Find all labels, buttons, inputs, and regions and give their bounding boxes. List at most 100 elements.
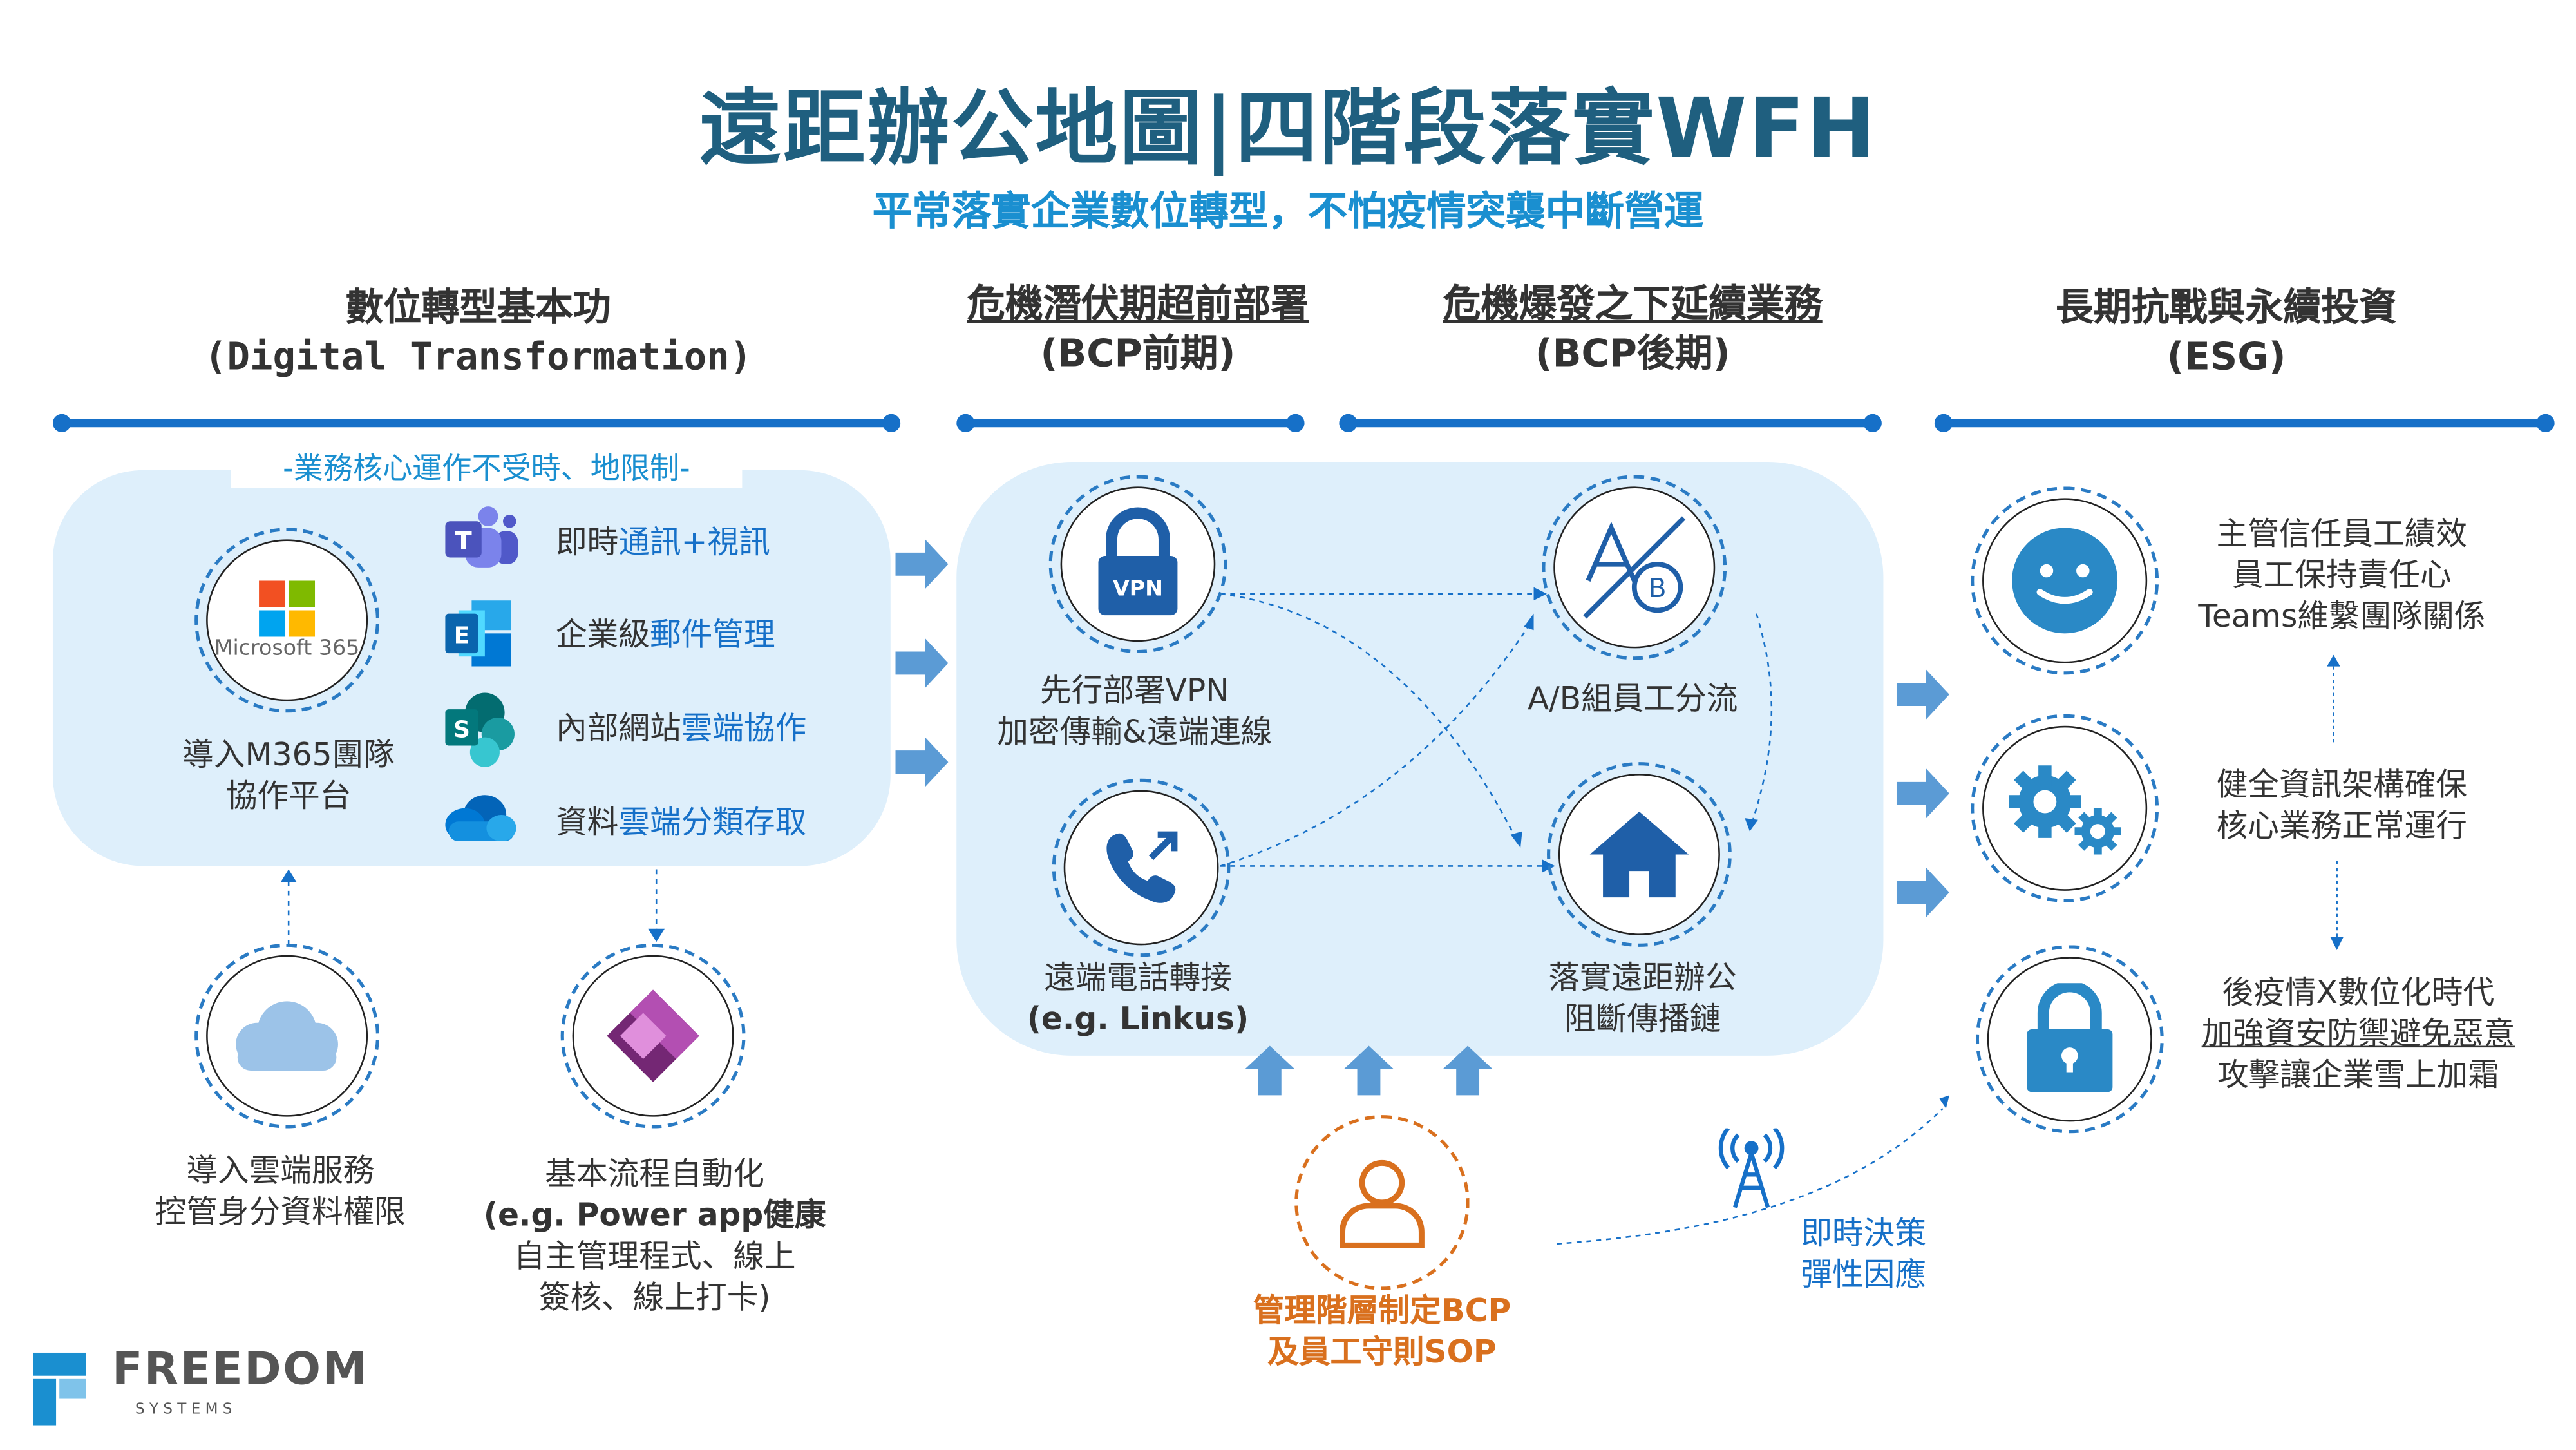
caption-line: 基本流程自動化 <box>545 1156 764 1193</box>
power-apps-circle <box>560 943 746 1129</box>
person-icon <box>1340 1159 1425 1248</box>
ab-caption: A/B組員工分流 <box>1528 681 1738 718</box>
phase-3-header: 危機爆發之下延續業務 (BCP後期) <box>1368 280 1896 379</box>
app-item-sharepoint: 內部網站雲端協作 <box>556 704 806 749</box>
caption-line: 管理階層制定BCP <box>1253 1293 1511 1330</box>
app-highlight: 郵件管理 <box>649 616 775 654</box>
phase-1-header: 數位轉型基本功 (Digital Transformation) <box>148 283 808 383</box>
caption-line: 即時決策 <box>1801 1216 1927 1252</box>
lock-icon <box>2027 983 2113 1092</box>
caption-line: 員工保持責任心 <box>2232 557 2452 594</box>
phase-4-timeline <box>1934 414 2555 432</box>
app-highlight: 雲端協作 <box>681 711 807 748</box>
app-item-onedrive: 資料雲端分類存取 <box>556 798 806 843</box>
caption-line: 先行部署VPN <box>1039 673 1229 710</box>
caption-line: 核心業務正常運行 <box>2216 808 2467 845</box>
phase-2-title: 危機潛伏期超前部署 <box>967 283 1309 327</box>
decision-arrow <box>1557 1095 1949 1245</box>
vpn-caption: 先行部署VPN 加密傳輸&遠端連線 <box>973 671 1296 754</box>
app-highlight: 雲端分類存取 <box>618 805 807 842</box>
phase-2-header: 危機潛伏期超前部署 (BCP前期) <box>891 280 1385 379</box>
phase-1-subtitle: (Digital Transformation) <box>204 336 753 379</box>
flow-arrows-phase3 <box>1896 669 1949 917</box>
infrastructure-caption: 健全資訊架構確保 核心業務正常運行 <box>2161 765 2523 848</box>
smile-icon <box>2012 528 2118 634</box>
up-arrows <box>1245 1045 1493 1096</box>
onedrive-icon <box>442 792 518 851</box>
phase-2-subtitle: (BCP前期) <box>1040 333 1236 376</box>
caption-line: 遠端電話轉接 <box>1043 960 1232 997</box>
phone-circle <box>1052 778 1231 957</box>
caption-line: 控管身分資料權限 <box>155 1194 406 1231</box>
caption-line: (e.g. Power app健康 <box>483 1197 826 1234</box>
phase-4-subtitle: (ESG) <box>2166 336 2286 379</box>
caption-line: Teams維繫團隊關係 <box>2198 598 2486 635</box>
app-prefix: 內部網站 <box>555 711 681 748</box>
m365-caption-line: 協作平台 <box>225 778 352 816</box>
ab-split-icon: B <box>1583 516 1686 619</box>
phase-1-banner: -業務核心運作不受時、地限制- <box>231 445 743 488</box>
home-icon <box>1589 811 1689 898</box>
gears-icon <box>2009 765 2121 855</box>
caption-line: 自主管理程式、線上 <box>513 1239 796 1275</box>
caption-line: 阻斷傳播鏈 <box>1564 1001 1721 1038</box>
vpn-label: VPN <box>1113 575 1163 600</box>
app-prefix: 資料 <box>555 805 619 842</box>
logo-name: FREEDOM <box>112 1344 368 1396</box>
caption-line: (e.g. Linkus) <box>1027 1001 1249 1038</box>
caption-line: 及員工守則SOP <box>1267 1334 1497 1371</box>
exchange-icon: E <box>442 600 518 673</box>
phone-forward-icon <box>1106 831 1178 903</box>
app-item-teams: 即時通訊+視訊 <box>556 518 770 562</box>
microsoft-logo-icon <box>259 580 316 636</box>
caption-line: 簽核、線上打卡) <box>538 1280 771 1317</box>
phase-3-title: 危機爆發之下延續業務 <box>1443 283 1823 327</box>
caption-line: 攻擊讓企業雪上加霜 <box>2217 1057 2499 1094</box>
power-apps-caption: 基本流程自動化 (e.g. Power app健康 自主管理程式、線上 簽核、線… <box>478 1155 831 1320</box>
app-prefix: 即時 <box>555 524 619 561</box>
home-caption: 落實遠距辦公 阻斷傳播鏈 <box>1494 959 1791 1041</box>
phase-1-title: 數位轉型基本功 <box>345 287 611 330</box>
phone-caption: 遠端電話轉接 (e.g. Linkus) <box>989 959 1286 1041</box>
svg-text:B: B <box>1649 573 1667 604</box>
phase-4-title: 長期抗戰與永續投資 <box>2056 287 2398 330</box>
sharepoint-icon: S <box>442 692 518 776</box>
dashed-arrow-up <box>280 869 297 946</box>
security-caption: 後疫情X數位化時代 加強資安防禦避免惡意 攻擊讓企業雪上加霜 <box>2161 973 2557 1097</box>
phase-3-timeline <box>1339 414 1882 432</box>
svg-text:S: S <box>453 717 470 743</box>
caption-line: 導入雲端服務 <box>186 1152 375 1190</box>
cloud-service-circle <box>194 943 379 1129</box>
connector-arrows <box>1220 587 1773 873</box>
svg-text:T: T <box>455 527 471 556</box>
caption-line: 主管信任員工績效 <box>2216 516 2467 553</box>
caption-line: 健全資訊架構確保 <box>2216 767 2467 804</box>
infrastructure-circle <box>1971 714 2159 902</box>
management-circle <box>1294 1115 1470 1290</box>
management-caption: 管理階層制定BCP 及員工守則SOP <box>1220 1292 1544 1374</box>
app-prefix: 企業級 <box>555 616 650 654</box>
flow-arrows-phase1 <box>895 539 949 787</box>
teams-icon: T <box>442 505 521 578</box>
decision-caption: 即時決策 彈性因應 <box>1765 1214 1962 1297</box>
cloud-icon <box>236 1001 338 1071</box>
app-highlight: 通訊+視訊 <box>618 524 770 561</box>
app-item-exchange: 企業級郵件管理 <box>556 610 775 654</box>
caption-line: 彈性因應 <box>1801 1257 1927 1293</box>
caption-line: 落實遠距辦公 <box>1548 960 1737 997</box>
page-subtitle: 平常落實企業數位轉型，不怕疫情突襲中斷營運 <box>872 187 1704 234</box>
m365-caption: 導入M365團隊 協作平台 <box>148 736 428 818</box>
vpn-circle: VPN <box>1048 475 1227 654</box>
ab-split-circle: B <box>1542 475 1727 660</box>
logo-tagline: S Y S T E M S <box>135 1402 232 1419</box>
phase-3-subtitle: (BCP後期) <box>1535 333 1730 376</box>
dashed-arrow-down <box>648 869 665 942</box>
caption-line: 加密傳輸&遠端連線 <box>997 714 1273 751</box>
vpn-lock-icon: VPN <box>1098 507 1178 616</box>
svg-text:E: E <box>454 623 470 649</box>
m365-logo: Microsoft 365 <box>194 528 379 713</box>
caption-line: 後疫情X數位化時代 <box>2222 975 2495 1011</box>
trust-circle <box>1971 486 2159 675</box>
home-circle <box>1547 762 1732 947</box>
phase-4-header: 長期抗戰與永續投資 (ESG) <box>1979 283 2474 383</box>
